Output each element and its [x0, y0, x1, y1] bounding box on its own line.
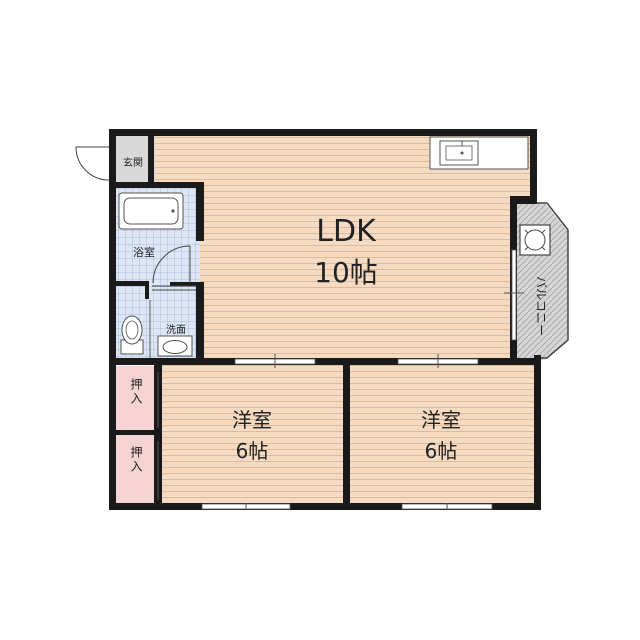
ldk-name-label: LDK	[316, 214, 377, 249]
bath-label: 浴室	[133, 245, 155, 259]
sliding-door-ldk-western1	[234, 354, 316, 368]
balcony-sliding-door	[504, 249, 524, 341]
toilet	[120, 315, 144, 355]
western1-size-label: 6帖	[236, 439, 269, 463]
western1-name-label: 洋室	[232, 408, 272, 432]
entrance-label: 玄関	[123, 156, 143, 169]
bathroom-door	[152, 245, 191, 284]
closet2-label: 押入	[129, 446, 143, 474]
western2-size-label: 6帖	[425, 439, 458, 463]
washroom-label: 洗面	[166, 324, 186, 336]
closet2-floor	[113, 435, 158, 505]
washroom-door	[152, 285, 196, 291]
wash-basin	[157, 335, 193, 357]
kitchen-counter	[429, 136, 529, 170]
closet1-label: 押入	[129, 378, 143, 406]
balcony-railing	[537, 202, 569, 359]
window-western2	[401, 503, 493, 510]
bathtub	[118, 192, 184, 230]
aircon-outdoor-unit	[519, 224, 551, 256]
sliding-door-ldk-western2	[397, 354, 479, 368]
closet1-floor	[113, 366, 158, 432]
western2-floor	[348, 362, 538, 507]
ldk-floor	[155, 135, 530, 359]
balcony-label: バルコニー	[534, 276, 548, 336]
entrance-door	[75, 146, 110, 181]
western1-floor	[160, 362, 345, 507]
western2-name-label: 洋室	[421, 408, 461, 432]
window-western1	[201, 503, 291, 510]
ldk-size-label: 10帖	[314, 256, 378, 289]
